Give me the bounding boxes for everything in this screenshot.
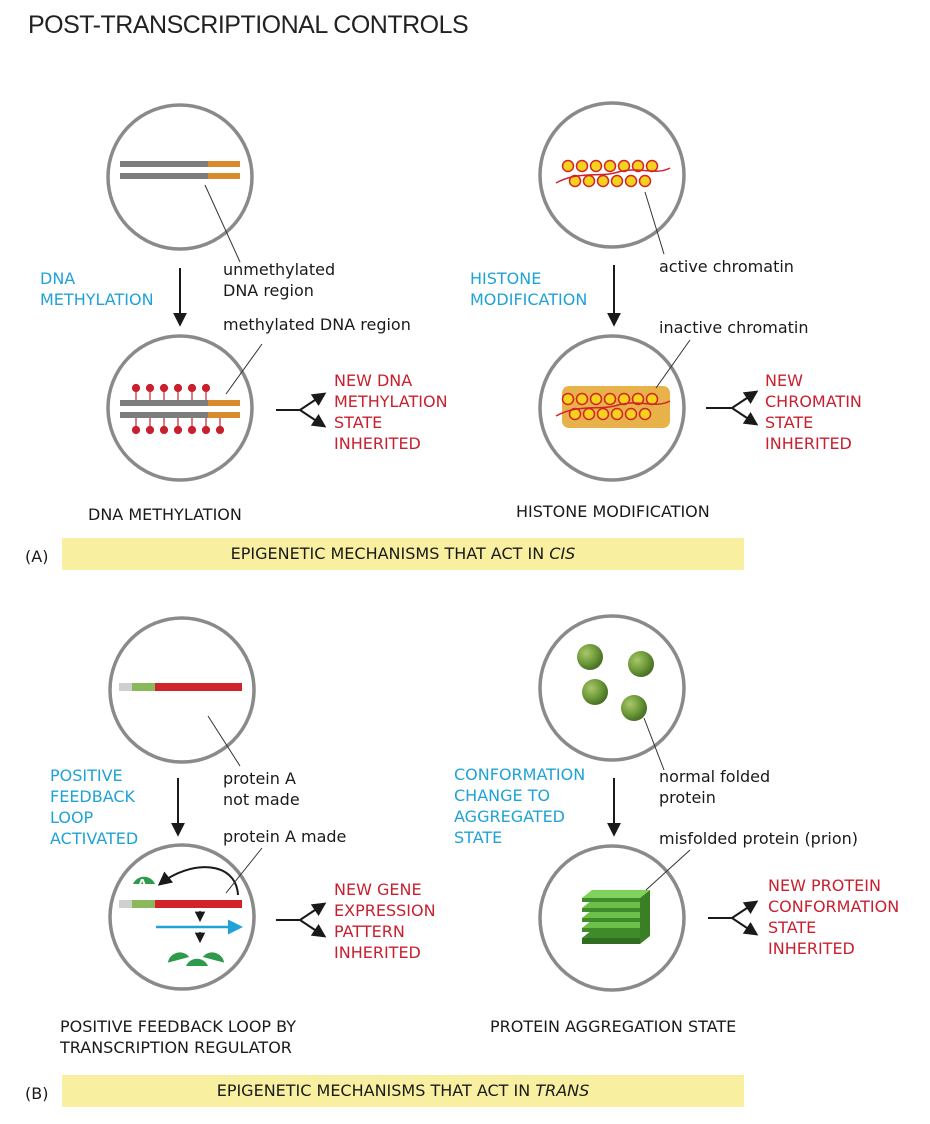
histone-unit (538, 101, 759, 482)
fork-arrow-feedback (276, 902, 327, 938)
histone-caption: HISTONE MODIFICATION (516, 502, 710, 521)
prion-unit (538, 614, 759, 992)
cell-top-prion (538, 614, 686, 762)
panel-b-letter: (B) (25, 1084, 49, 1103)
pointer-unmethylated (204, 184, 241, 263)
histone-process-label: HISTONE MODIFICATION (470, 269, 588, 309)
gene-body-on (155, 900, 242, 908)
panel-a-band-text: EPIGENETIC MECHANISMS THAT ACT IN CIS (230, 544, 576, 563)
normal-protein-label: normal folded protein (659, 767, 771, 807)
methylated-label: methylated DNA region (223, 315, 411, 334)
panel-b-band-text: EPIGENETIC MECHANISMS THAT ACT IN TRANS (216, 1081, 590, 1100)
feedback-process-label: POSITIVE FEEDBACK LOOP ACTIVATED (50, 766, 139, 848)
methylated-strand-lower (120, 412, 208, 418)
fork-arrow-dna (276, 392, 327, 428)
inactive-chromatin (562, 386, 670, 428)
page-title: POST-TRANSCRIPTIONAL CONTROLS (28, 11, 469, 39)
prion-result-label: NEW PROTEIN CONFORMATION STATE INHERITED (768, 876, 900, 958)
misfolded-protein-label: misfolded protein (prion) (659, 829, 859, 848)
cell-bottom-dna (106, 334, 254, 482)
protein-a-marker: A (138, 877, 147, 890)
panel-a-band: EPIGENETIC MECHANISMS THAT ACT IN CIS (62, 538, 744, 570)
pointer-active (644, 191, 665, 255)
cell-bottom-feedback (108, 843, 256, 991)
methyl-groups-top (131, 383, 211, 401)
dna-result-label: NEW DNA METHYLATION STATE INHERITED (334, 371, 448, 453)
protein-not-made-label: protein A not made (223, 769, 300, 809)
dna-process-label: DNA METHYLATION (40, 269, 154, 309)
active-chromatin (561, 159, 659, 188)
feedback-loop-arrow (157, 866, 239, 896)
pointer-normal (643, 717, 665, 771)
pointer-inactive (655, 339, 691, 389)
fork-arrow-histone (706, 390, 759, 426)
unmethylated-label: unmethylated DNA region (223, 260, 336, 300)
folded-protein-4 (621, 695, 647, 721)
pointer-prion (645, 849, 691, 891)
active-chromatin-label: active chromatin (659, 257, 794, 276)
folded-protein-1 (577, 644, 603, 670)
folded-protein-2 (628, 651, 654, 677)
folded-protein-3 (582, 679, 608, 705)
pointer-methylated (225, 343, 263, 395)
pointer-not-made (207, 715, 241, 767)
methylated-strand-upper (120, 400, 208, 406)
pointer-made (225, 847, 263, 894)
dna-methylation-unit (106, 103, 327, 482)
feedback-caption: POSITIVE FEEDBACK LOOP BY TRANSCRIPTION … (60, 1017, 297, 1057)
gene-body-off (155, 683, 242, 691)
prion-caption: PROTEIN AGGREGATION STATE (490, 1017, 737, 1036)
histone-result-label: NEW CHROMATIN STATE INHERITED (765, 371, 862, 453)
dna-strand-lower (120, 173, 208, 179)
feedback-result-label: NEW GENE EXPRESSION PATTERN INHERITED (334, 880, 436, 962)
prion-aggregate (582, 890, 650, 944)
prion-process-label: CONFORMATION CHANGE TO AGGREGATED STATE (454, 765, 586, 847)
dna-caption: DNA METHYLATION (88, 505, 242, 524)
cell-top-histone (538, 101, 686, 249)
fork-arrow-prion (708, 900, 759, 936)
dna-strand-upper (120, 161, 208, 167)
inactive-chromatin-label: inactive chromatin (659, 318, 809, 337)
panel-b-band: EPIGENETIC MECHANISMS THAT ACT IN TRANS (62, 1075, 744, 1107)
methyl-groups-bottom (131, 418, 225, 435)
protein-made-label: protein A made (223, 827, 347, 846)
gene-promoter-off (119, 683, 132, 691)
feedback-unit (108, 616, 327, 991)
panel-a-letter: (A) (25, 547, 49, 566)
